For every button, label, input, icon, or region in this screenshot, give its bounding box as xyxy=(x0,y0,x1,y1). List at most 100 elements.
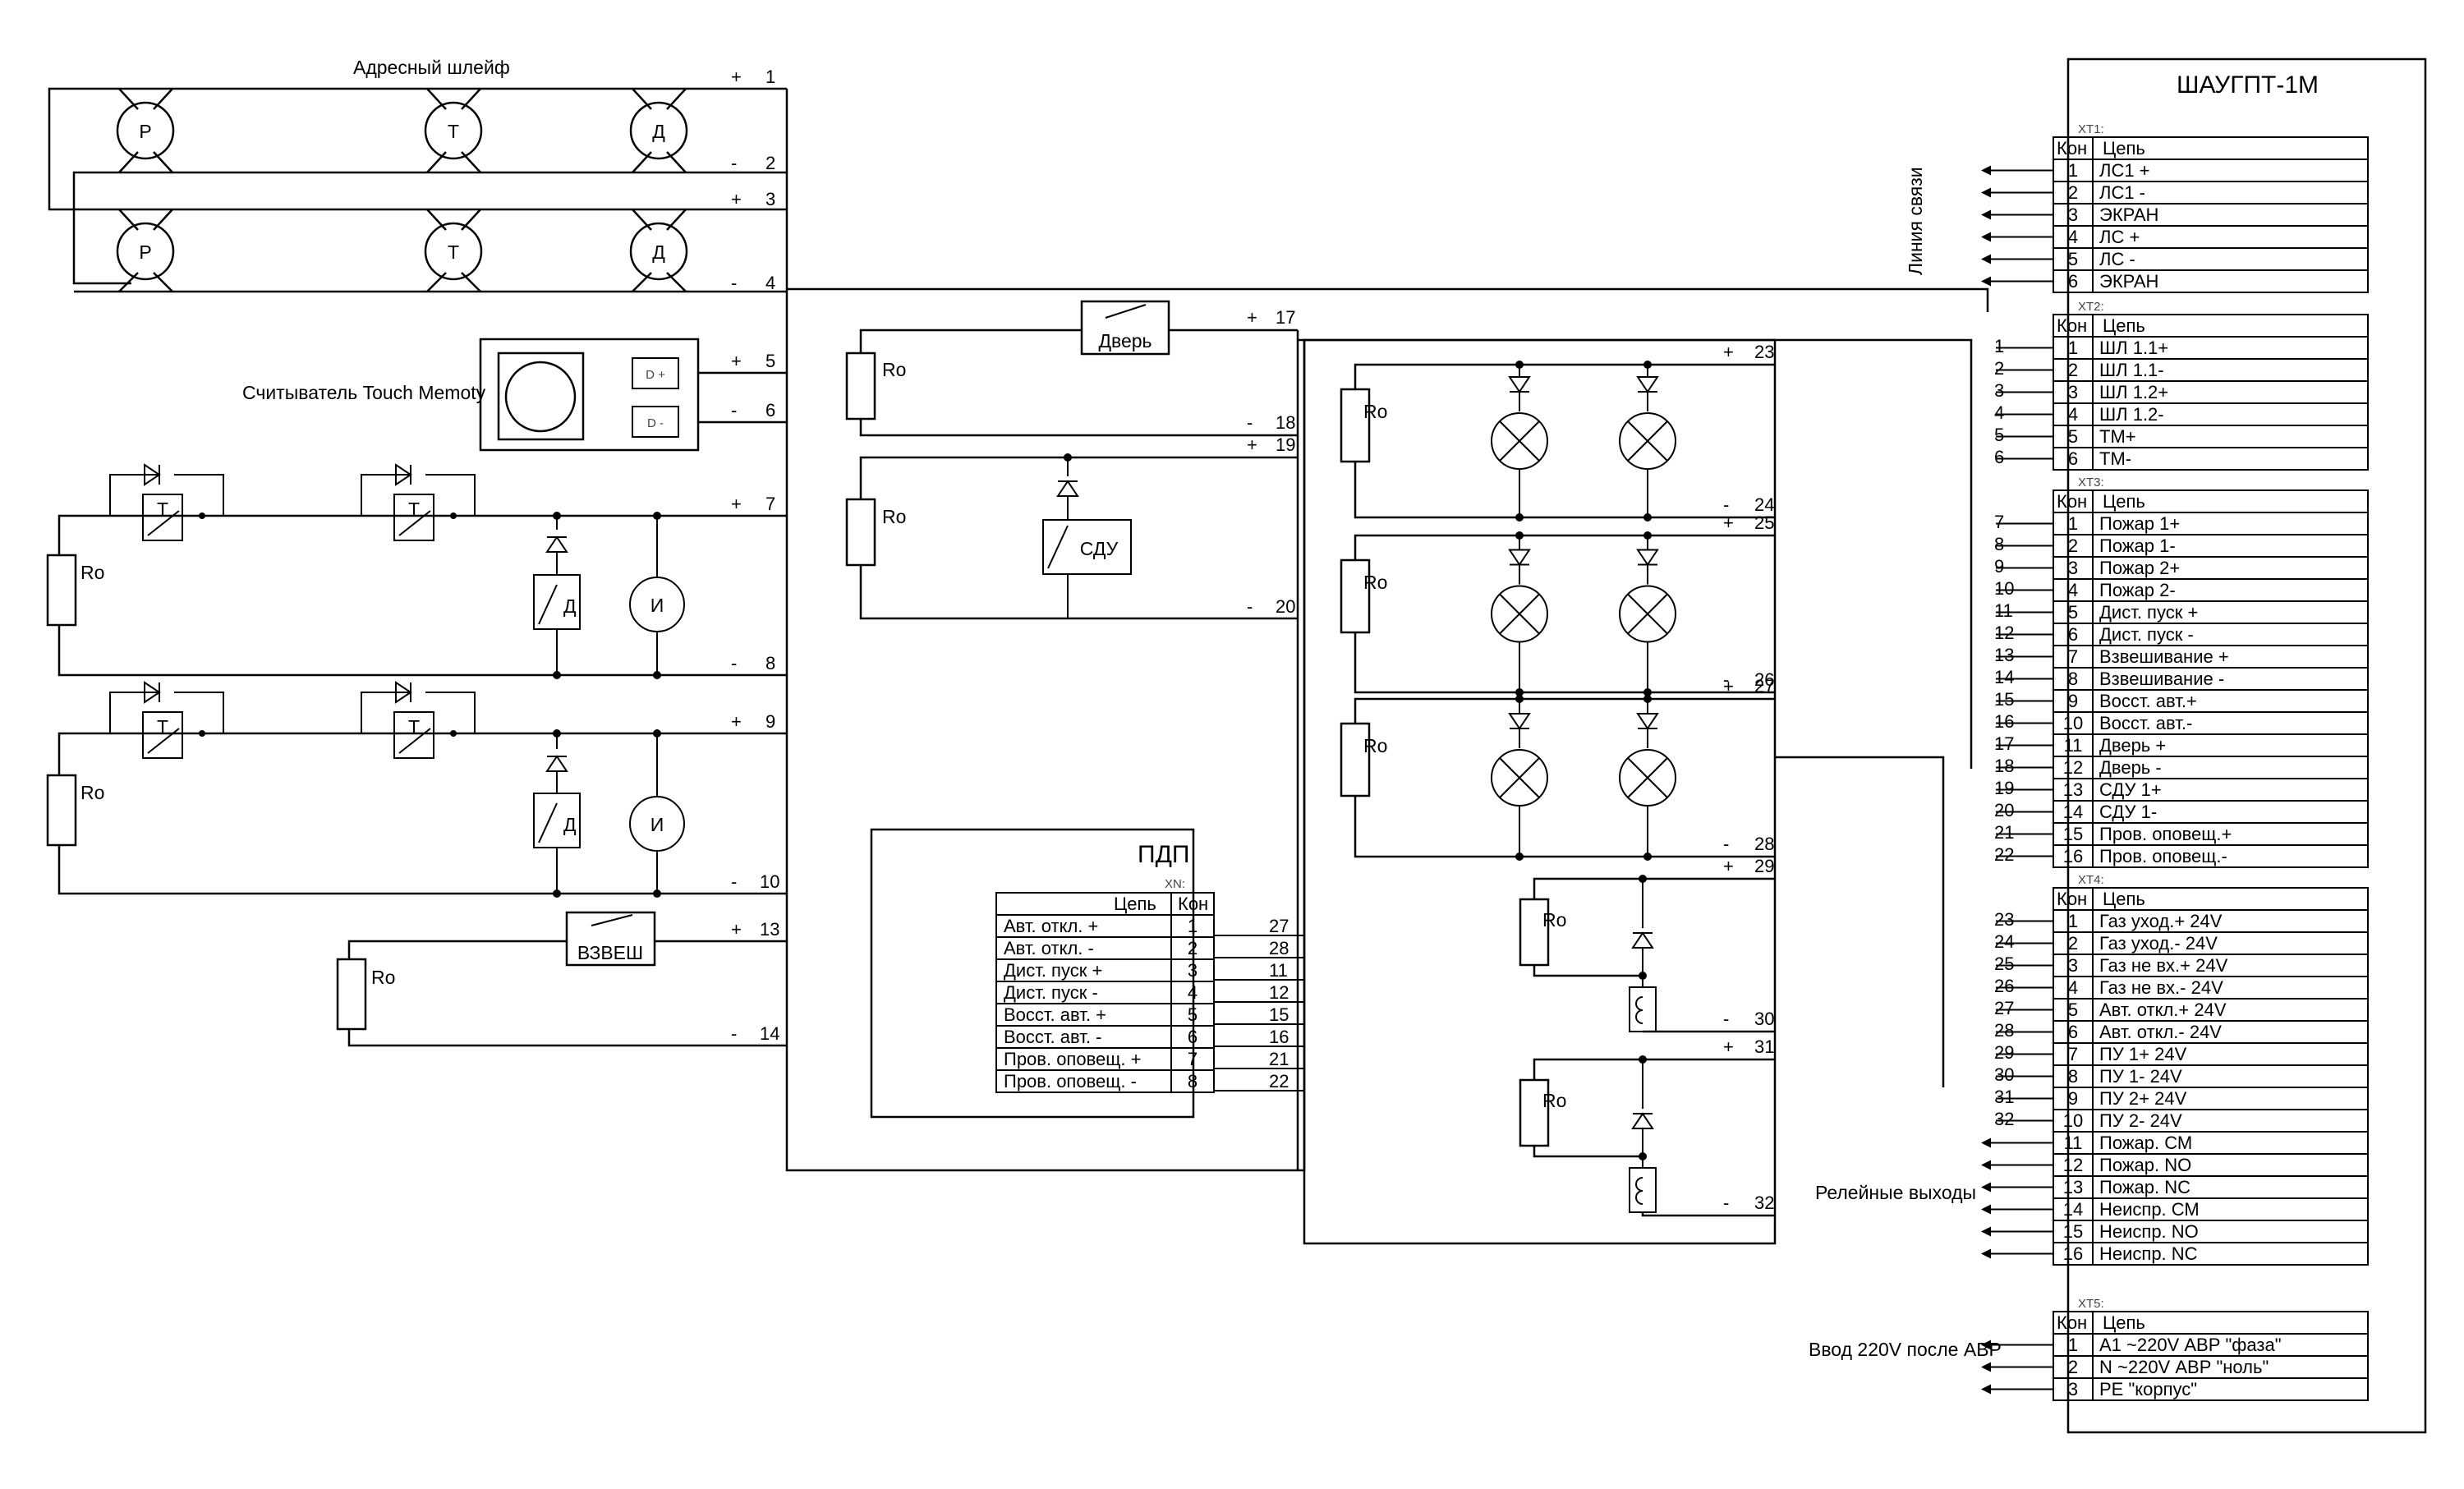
svg-text:9: 9 xyxy=(2068,1088,2078,1109)
svg-text:31: 31 xyxy=(1754,1036,1774,1057)
mid-terminals: +17 -18 +19 -20 xyxy=(1247,307,1295,617)
svg-text:ШЛ 1.1+: ШЛ 1.1+ xyxy=(2099,338,2168,358)
svg-text:-: - xyxy=(1247,412,1253,433)
pdp-row-pin: 6 xyxy=(1188,1027,1198,1047)
svg-text:Пожар 2-: Пожар 2- xyxy=(2099,580,2176,600)
svg-text:Кон: Кон xyxy=(2057,138,2087,159)
resistor-icon xyxy=(46,774,77,847)
svg-text:1: 1 xyxy=(2068,911,2078,931)
svg-text:ЛС +: ЛС + xyxy=(2099,227,2140,247)
svg-text:3: 3 xyxy=(765,189,775,209)
svg-text:Ro: Ro xyxy=(1363,572,1387,593)
address-loop-1: Р Т Д xyxy=(48,87,787,285)
svg-text:3: 3 xyxy=(2068,205,2078,225)
svg-text:2: 2 xyxy=(2068,360,2078,380)
svg-text:Пожар 1-: Пожар 1- xyxy=(2099,535,2176,556)
svg-text:3: 3 xyxy=(2068,1379,2078,1399)
svg-text:2: 2 xyxy=(1994,358,2004,379)
svg-text:Газ уход.- 24V: Газ уход.- 24V xyxy=(2099,933,2218,954)
lamp-icon xyxy=(1619,701,1676,854)
svg-text:+: + xyxy=(731,351,742,371)
lamp-icon xyxy=(1491,701,1548,854)
lamp-group: Ro xyxy=(1340,531,1775,696)
svg-text:18: 18 xyxy=(1994,756,2014,776)
svg-text:32: 32 xyxy=(1754,1193,1774,1213)
svg-text:И: И xyxy=(650,814,664,835)
svg-text:+: + xyxy=(1723,342,1734,362)
svg-text:Неиспр. NO: Неиспр. NO xyxy=(2099,1221,2199,1242)
svg-text:Ro: Ro xyxy=(1542,909,1566,931)
lamp-icon xyxy=(1619,537,1676,691)
pdp-row-name: Пров. оповещ. + xyxy=(1004,1049,1141,1069)
sdu-circuit: Ro СДУ xyxy=(845,453,1298,620)
svg-text:24: 24 xyxy=(1994,931,2014,952)
svg-text:19: 19 xyxy=(1994,778,2014,798)
svg-text:Ro: Ro xyxy=(882,359,906,380)
svg-text:Цепь: Цепь xyxy=(2103,315,2145,336)
svg-text:-: - xyxy=(1723,834,1729,854)
svg-text:22: 22 xyxy=(1994,844,2014,865)
svg-text:14: 14 xyxy=(2063,802,2083,822)
pdp-wire-label: 21 xyxy=(1269,1049,1289,1069)
svg-text:Цепь: Цепь xyxy=(2103,889,2145,909)
svg-text:3: 3 xyxy=(1994,380,2004,401)
svg-text:13: 13 xyxy=(2063,1177,2083,1197)
pdp-row-name: Авт. откл. - xyxy=(1004,938,1094,958)
svg-text:Дверь: Дверь xyxy=(1098,330,1152,352)
svg-text:Т: Т xyxy=(448,121,459,142)
svg-text:Цепь: Цепь xyxy=(2103,491,2145,512)
svg-text:-: - xyxy=(1723,669,1729,690)
svg-text:29: 29 xyxy=(1754,856,1774,876)
svg-text:Д: Д xyxy=(563,595,577,617)
svg-text:Взвешивание -: Взвешивание - xyxy=(2099,669,2224,689)
svg-text:17: 17 xyxy=(1994,733,2014,754)
svg-text:15: 15 xyxy=(2063,1221,2083,1242)
pdp-wire-label: 16 xyxy=(1269,1027,1289,1047)
svg-text:Д: Д xyxy=(652,121,665,142)
svg-text:2: 2 xyxy=(2068,535,2078,556)
svg-text:9: 9 xyxy=(1994,556,2004,577)
svg-text:12: 12 xyxy=(1994,623,2014,643)
svg-text:Пров. оповещ.+: Пров. оповещ.+ xyxy=(2099,824,2232,844)
svg-text:D +: D + xyxy=(646,368,665,382)
svg-text:ЭКРАН: ЭКРАН xyxy=(2099,205,2158,225)
svg-text:A1 ~220V АВР "фаза": A1 ~220V АВР "фаза" xyxy=(2099,1335,2282,1355)
svg-text:26: 26 xyxy=(1754,669,1774,690)
pdp-row-pin: 3 xyxy=(1188,960,1198,981)
svg-text:16: 16 xyxy=(2063,1243,2083,1264)
svg-text:Ro: Ro xyxy=(371,967,395,988)
svg-text:Цепь: Цепь xyxy=(2103,138,2145,159)
svg-text:30: 30 xyxy=(1754,1009,1774,1029)
svg-text:ЛС -: ЛС - xyxy=(2099,249,2135,269)
svg-text:2: 2 xyxy=(2068,933,2078,954)
svg-text:Неиспр. NC: Неиспр. NC xyxy=(2099,1243,2198,1264)
svg-text:Т: Т xyxy=(448,241,459,263)
svg-text:PE "корпус": PE "корпус" xyxy=(2099,1379,2197,1399)
svg-text:7: 7 xyxy=(2068,1044,2078,1064)
svg-text:32: 32 xyxy=(1994,1109,2014,1129)
sensor-p-icon xyxy=(116,101,175,160)
svg-text:23: 23 xyxy=(1994,909,2014,930)
svg-text:-: - xyxy=(1723,1193,1729,1213)
pdp-row-name: Дист. пуск - xyxy=(1004,982,1098,1003)
svg-text:9: 9 xyxy=(765,711,775,732)
touch-memory-reader: D + D - xyxy=(479,338,787,452)
svg-text:-: - xyxy=(1723,494,1729,515)
outputs-frame xyxy=(1303,338,1777,1245)
svg-text:-: - xyxy=(731,653,737,673)
svg-text:19: 19 xyxy=(1276,434,1295,455)
svg-text:+: + xyxy=(731,67,742,87)
svg-text:-: - xyxy=(731,273,737,293)
svg-text:10: 10 xyxy=(2063,713,2083,733)
svg-text:31: 31 xyxy=(1994,1087,2014,1107)
svg-text:Кон: Кон xyxy=(2057,1312,2087,1333)
svg-text:9: 9 xyxy=(2068,691,2078,711)
svg-text:Кон: Кон xyxy=(2057,889,2087,909)
svg-text:1: 1 xyxy=(765,67,775,87)
svg-text:4: 4 xyxy=(2068,227,2078,247)
reader-label: Считыватель Touch Memoty xyxy=(242,382,486,403)
svg-text:Ro: Ro xyxy=(1363,735,1387,756)
svg-text:Д: Д xyxy=(652,241,665,263)
